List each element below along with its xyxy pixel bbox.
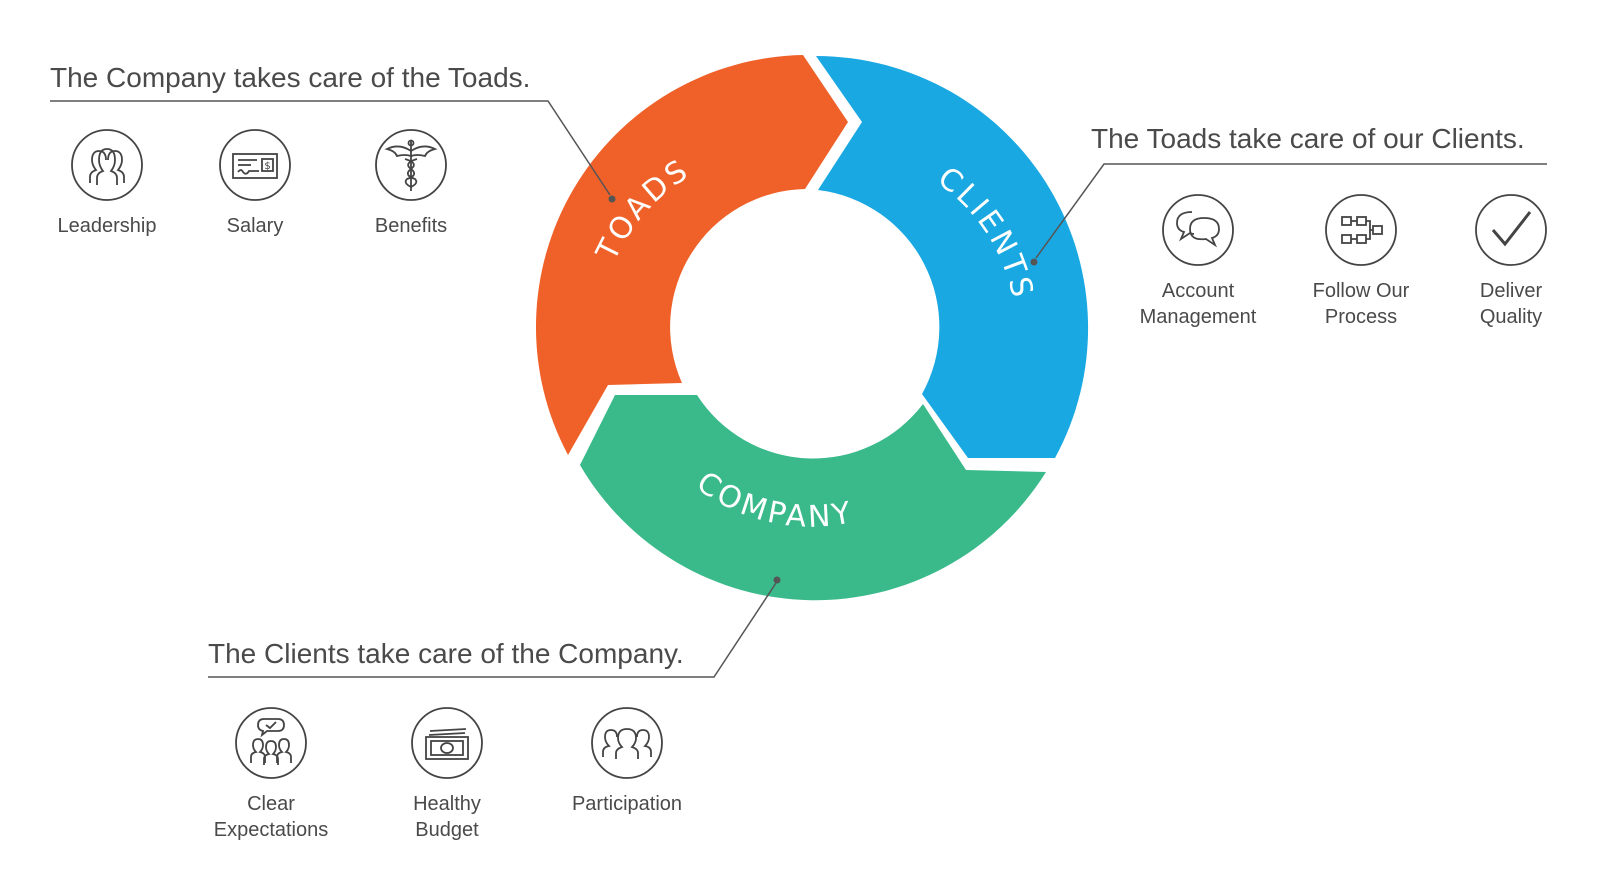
company-leader-line: [208, 582, 777, 678]
account-management-label: Account Management: [1139, 280, 1257, 328]
clients-segment: [816, 55, 1089, 458]
group-icon: [591, 707, 663, 779]
healthy-budget-label: Healthy Budget: [413, 793, 481, 841]
toads-leader-line: [50, 100, 611, 196]
paycheck-icon: $: [219, 129, 291, 201]
follow-our-process-item: Follow Our Process: [1291, 194, 1431, 330]
toads-heading: The Company takes care of the Toads.: [50, 62, 531, 93]
benefits-label: Benefits: [374, 215, 448, 237]
salary-item: $ Salary: [185, 129, 325, 239]
deliver-quality-label: Deliver Quality: [1479, 280, 1543, 328]
account-management-item: Account Management: [1128, 194, 1268, 330]
flowchart-icon: [1325, 194, 1397, 266]
participation-label: Participation: [571, 793, 683, 815]
healthy-budget-item: Healthy Budget: [377, 707, 517, 843]
deliver-quality-item: Deliver Quality: [1441, 194, 1581, 330]
caduceus-icon: [375, 129, 447, 201]
participation-item: Participation: [557, 707, 697, 817]
company-leader-dot: [773, 576, 781, 584]
team-chat-check-icon: [235, 707, 307, 779]
company-segment: [580, 395, 1046, 601]
leadership-label: Leadership: [57, 215, 157, 237]
leadership-item: Leadership: [37, 129, 177, 239]
clear-expectations-item: Clear Expectations: [201, 707, 341, 843]
follow-our-process-label: Follow Our Process: [1312, 280, 1410, 328]
svg-text:$: $: [264, 161, 270, 172]
money-icon: [411, 707, 483, 779]
clients-leader-line: [1035, 163, 1547, 259]
toads-segment: [535, 55, 848, 455]
clear-expectations-label: Clear Expectations: [213, 793, 329, 841]
salary-label: Salary: [226, 215, 284, 237]
toads-leader-dot: [608, 195, 616, 203]
clients-heading: The Toads take care of our Clients.: [1091, 123, 1525, 154]
chat-bubbles-icon: [1162, 194, 1234, 266]
clients-leader-dot: [1030, 258, 1038, 266]
company-heading: The Clients take care of the Company.: [208, 638, 684, 669]
people-icon: [71, 129, 143, 201]
checkmark-icon: [1475, 194, 1547, 266]
benefits-item: Benefits: [341, 129, 481, 239]
